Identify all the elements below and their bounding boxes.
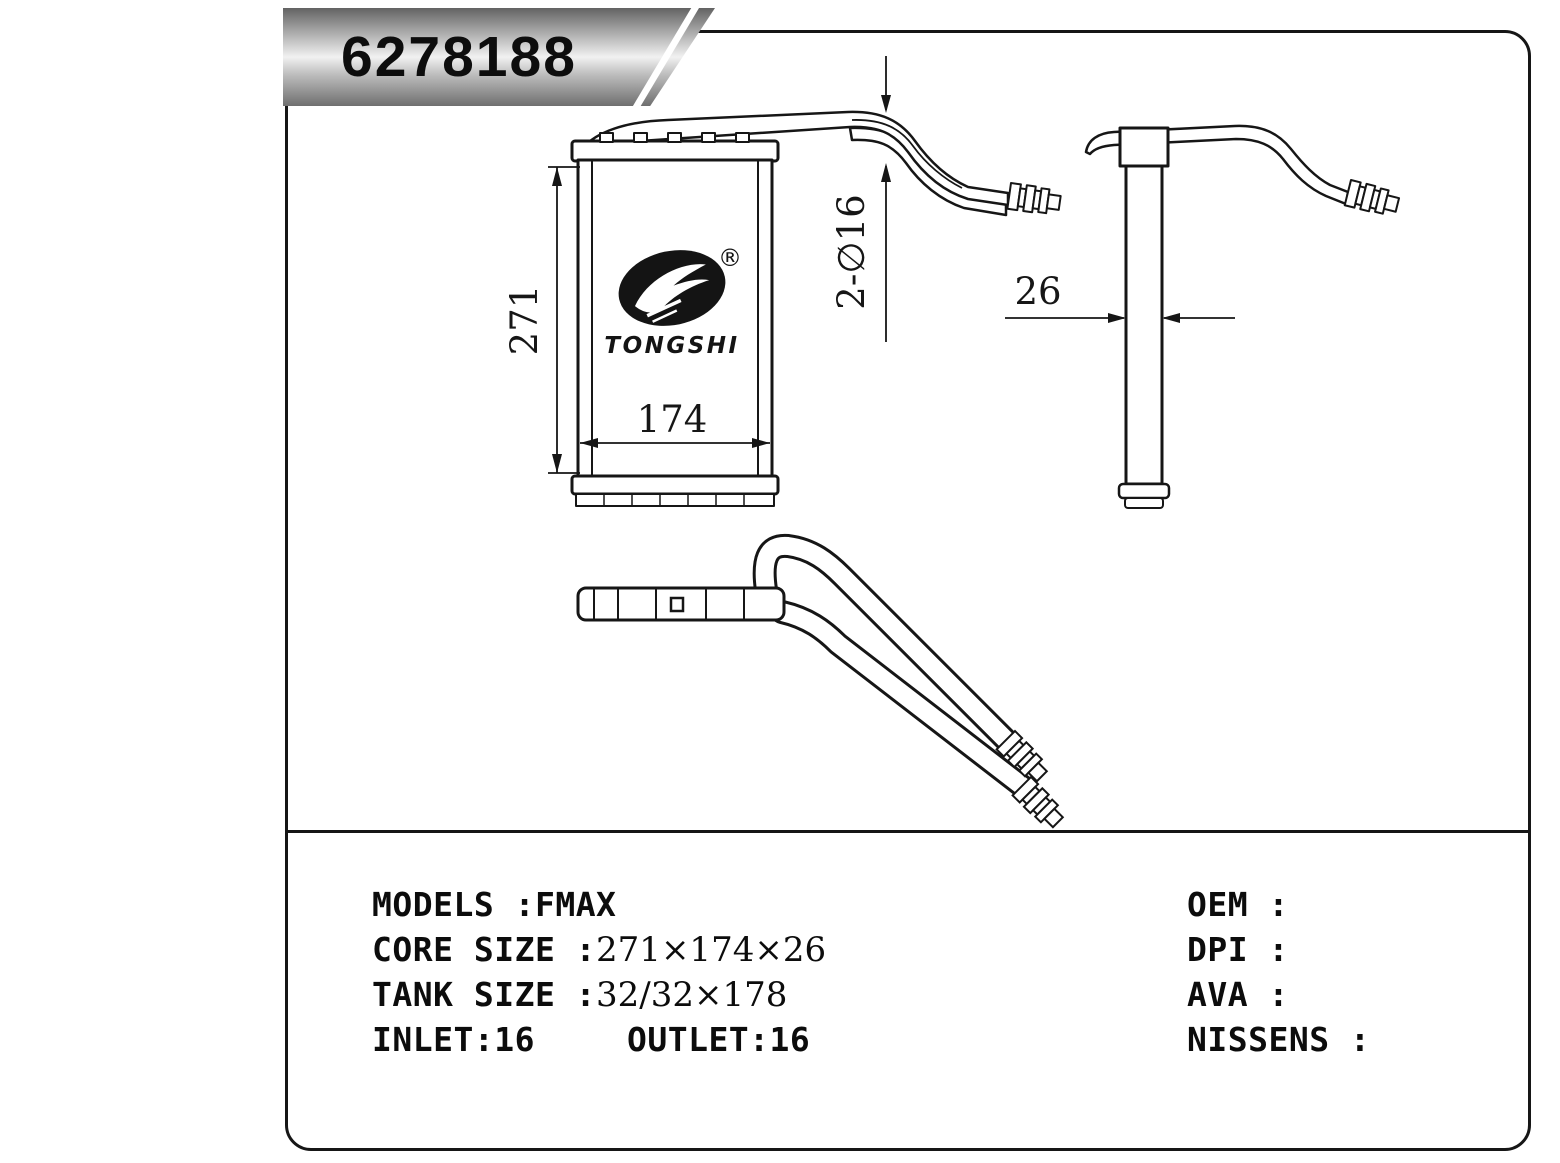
dimension-height: 271 <box>503 166 580 474</box>
spec-nissens-label: NISSENS : <box>1187 1020 1371 1059</box>
dim-width-label: 174 <box>637 398 708 441</box>
spec-models-label: MODELS : <box>372 885 535 924</box>
spec-inlet-value: 16 <box>494 1020 535 1059</box>
pipe-connector-icon <box>1006 182 1063 217</box>
bottom-pipe-upper-fill <box>755 536 1015 749</box>
dim-depth-label: 26 <box>1014 270 1061 313</box>
arrow-right-icon <box>752 438 770 448</box>
logo-swoosh-icon <box>634 264 710 313</box>
spec-models-value: FMAX <box>534 885 617 924</box>
registered-mark: ® <box>718 244 742 272</box>
spec-dpi: DPI : <box>1187 930 1289 969</box>
spec-ava-label: AVA : <box>1187 975 1289 1014</box>
dim-pipe-label: 2-∅16 <box>830 194 873 309</box>
spec-oem-label: OEM : <box>1187 885 1289 924</box>
spec-core-size: CORE SIZE :271×174×26 <box>372 930 826 970</box>
spec-outlet-value: 16 <box>769 1020 811 1059</box>
bottom-pipe-lower-fill <box>773 603 1031 795</box>
spec-models: MODELS :FMAX <box>372 885 616 924</box>
arrow-down-icon <box>552 454 562 473</box>
arrow-up-icon <box>881 163 891 182</box>
dimension-width: 174 <box>580 398 770 448</box>
arrow-down-icon <box>881 95 891 113</box>
dim-height-label: 271 <box>503 285 546 356</box>
spec-inlet-label: INLET: <box>372 1020 495 1059</box>
spec-ava: AVA : <box>1187 975 1289 1014</box>
spec-tank-size-label: TANK SIZE : <box>372 975 597 1014</box>
side-bottom-foot <box>1124 497 1164 509</box>
spec-dpi-label: DPI : <box>1187 930 1289 969</box>
core-bottom-footer <box>570 474 780 496</box>
spec-nissens: NISSENS : <box>1187 1020 1370 1059</box>
tongshi-logo: ® TONGSHI <box>604 244 742 359</box>
logo-trail-line <box>646 298 682 318</box>
arrow-right-icon <box>1108 313 1126 323</box>
dimensions: 271 174 2-∅16 <box>503 56 1235 474</box>
dimension-pipe-diameter: 2-∅16 <box>830 56 891 342</box>
sheet-border <box>285 30 1531 1151</box>
part-number-banner: 6278188 <box>283 8 715 106</box>
core-top-header <box>570 139 780 163</box>
spec-table-divider <box>287 830 1529 833</box>
side-top-cap <box>1118 126 1170 168</box>
header-clip <box>735 132 750 143</box>
arrow-up-icon <box>552 167 562 186</box>
spec-oem: OEM : <box>1187 885 1289 924</box>
pipe-connector-icon <box>1343 179 1402 219</box>
footer-serration <box>575 493 775 507</box>
side-column <box>1124 164 1164 486</box>
spec-core-size-label: CORE SIZE : <box>372 930 597 969</box>
side-view <box>1084 124 1402 509</box>
bottom-view <box>576 533 1069 833</box>
spec-core-size-value: 271×174×26 <box>596 930 827 970</box>
dimension-depth: 26 <box>1005 270 1235 323</box>
part-number: 6278188 <box>341 25 577 89</box>
header-clip <box>701 132 716 143</box>
pipe-detail-line <box>851 119 963 189</box>
logo-trail-line <box>652 309 678 323</box>
tongshi-wordmark: TONGSHI <box>604 333 739 359</box>
arrow-left-icon <box>1162 313 1180 323</box>
side-bottom-cap <box>1117 482 1171 500</box>
spec-tank-size: TANK SIZE :32/32×178 <box>372 975 787 1015</box>
header-clip <box>667 132 682 143</box>
header-clip <box>599 132 614 143</box>
bar-center-slot <box>669 596 685 613</box>
spec-tank-size-value: 32/32×178 <box>596 975 788 1015</box>
header-clip <box>633 132 648 143</box>
spec-outlet-label: OUTLET: <box>626 1020 770 1059</box>
arrow-left-icon <box>580 438 598 448</box>
